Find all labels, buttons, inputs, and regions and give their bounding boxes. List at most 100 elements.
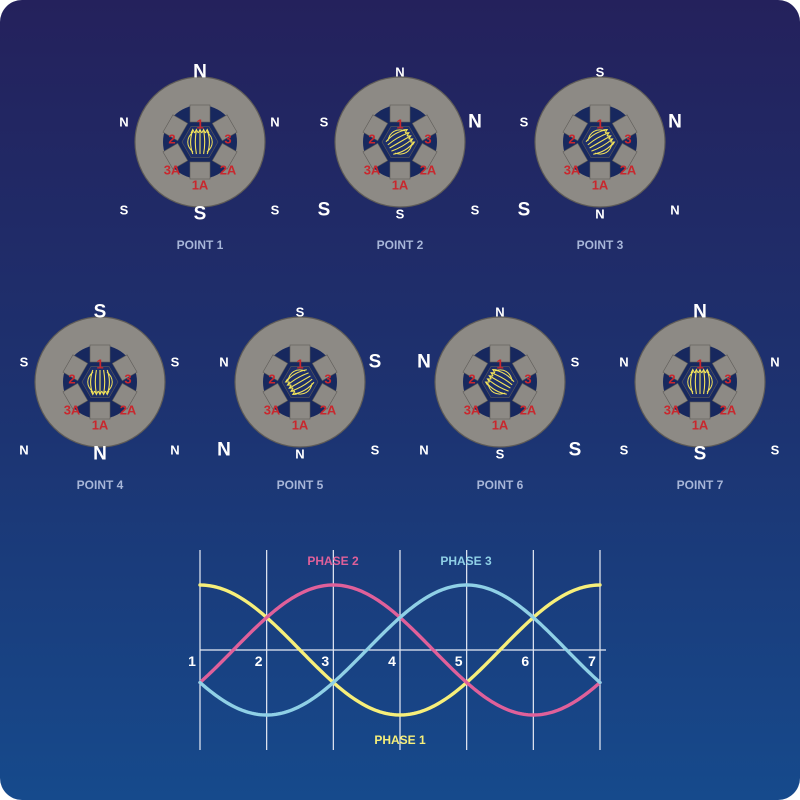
magnetic-field-lines <box>484 368 515 395</box>
pole-top: N <box>395 64 405 80</box>
pole-lower-right: S <box>270 202 280 218</box>
coil-label-3a: 3A <box>463 402 481 418</box>
coil-label-3a: 3A <box>563 162 581 178</box>
pole-upper-left: N <box>219 354 229 370</box>
coil-label-1: 1 <box>196 116 204 132</box>
coil-label-1: 1 <box>296 356 304 372</box>
coil-label-2: 2 <box>168 131 176 147</box>
pole-upper-left: S <box>319 114 329 130</box>
point-label-6: POINT 6 <box>476 478 524 492</box>
pole-bottom: S <box>193 203 207 225</box>
tick-label-5: 5 <box>454 653 463 669</box>
motor-stator-2 <box>334 76 466 208</box>
coil-label-1a: 1A <box>291 417 309 433</box>
pole-bottom: S <box>693 443 707 465</box>
coil-label-2a: 2A <box>419 162 437 178</box>
point-label-5: POINT 5 <box>276 478 324 492</box>
pole-top: S <box>295 304 305 320</box>
coil-label-1a: 1A <box>491 417 509 433</box>
coil-label-2a: 2A <box>219 162 237 178</box>
pole-lower-right: N <box>170 442 180 458</box>
phase2-label: PHASE 2 <box>307 554 359 568</box>
coil-label-1: 1 <box>96 356 104 372</box>
pole-bottom: N <box>93 443 107 465</box>
pole-top: S <box>595 64 605 80</box>
magnetic-field-lines <box>187 128 213 155</box>
phase1-label: PHASE 1 <box>374 733 426 747</box>
tick-label-4: 4 <box>388 653 396 669</box>
pole-bottom: S <box>395 206 405 222</box>
coil-label-1: 1 <box>596 116 604 132</box>
coil-label-3: 3 <box>324 371 332 387</box>
coil-label-2a: 2A <box>319 402 337 418</box>
pole-upper-right: S <box>368 351 382 373</box>
pole-upper-left: N <box>619 354 629 370</box>
magnetic-field-lines <box>87 369 113 396</box>
coil-label-3a: 3A <box>363 162 381 178</box>
coil-label-1a: 1A <box>391 177 409 193</box>
pole-lower-right: N <box>670 202 680 218</box>
phase3-curve <box>198 583 602 717</box>
pole-lower-left: N <box>217 439 231 461</box>
coil-label-3a: 3A <box>263 402 281 418</box>
coil-label-3a: 3A <box>163 162 181 178</box>
pole-upper-right: S <box>170 354 180 370</box>
tick-label-1: 1 <box>188 653 196 669</box>
tick-label-3: 3 <box>321 653 330 669</box>
coil-label-3a: 3A <box>663 402 681 418</box>
coil-label-2a: 2A <box>719 402 737 418</box>
coil-label-1a: 1A <box>691 417 709 433</box>
pole-lower-left: S <box>317 199 331 221</box>
coil-label-3: 3 <box>524 371 532 387</box>
coil-label-3: 3 <box>224 131 232 147</box>
pole-lower-right: S <box>370 442 380 458</box>
magnetic-field-lines <box>385 128 416 155</box>
point-label-3: POINT 3 <box>576 238 624 252</box>
pole-lower-left: N <box>19 442 29 458</box>
coil-label-2: 2 <box>568 131 576 147</box>
motor-stator-5 <box>234 316 366 448</box>
pole-upper-left: S <box>519 114 529 130</box>
motor-stator-4 <box>34 316 166 448</box>
pole-upper-right: S <box>570 354 580 370</box>
pole-upper-left: N <box>417 351 431 373</box>
pole-lower-right: S <box>568 439 582 461</box>
coil-label-1: 1 <box>496 356 504 372</box>
point-label-7: POINT 7 <box>676 478 724 492</box>
pole-upper-right: N <box>668 111 682 133</box>
motor-stator-6 <box>434 316 566 448</box>
tick-label-2: 2 <box>254 653 263 669</box>
pole-top: N <box>495 304 505 320</box>
pole-bottom: S <box>495 446 505 462</box>
coil-label-3: 3 <box>624 131 632 147</box>
tick-label-7: 7 <box>588 653 596 669</box>
pole-bottom: N <box>295 446 305 462</box>
coil-label-3: 3 <box>124 371 132 387</box>
pole-top: N <box>193 61 207 83</box>
coil-label-2a: 2A <box>119 402 137 418</box>
point-label-2: POINT 2 <box>376 238 424 252</box>
pole-lower-left: S <box>619 442 629 458</box>
tick-label-6: 6 <box>521 653 530 669</box>
magnetic-field-lines <box>284 369 315 396</box>
motor-stator-3 <box>534 76 666 208</box>
phase-waveform-chart <box>198 550 606 750</box>
pole-top: N <box>693 301 707 323</box>
pole-upper-right: N <box>770 354 780 370</box>
pole-upper-right: N <box>468 111 482 133</box>
coil-label-1a: 1A <box>91 417 109 433</box>
coil-label-2: 2 <box>368 131 376 147</box>
pole-lower-left: N <box>419 442 429 458</box>
motor-stator-1 <box>134 76 266 208</box>
coil-label-3: 3 <box>724 371 732 387</box>
coil-label-3: 3 <box>424 131 432 147</box>
pole-lower-right: S <box>770 442 780 458</box>
